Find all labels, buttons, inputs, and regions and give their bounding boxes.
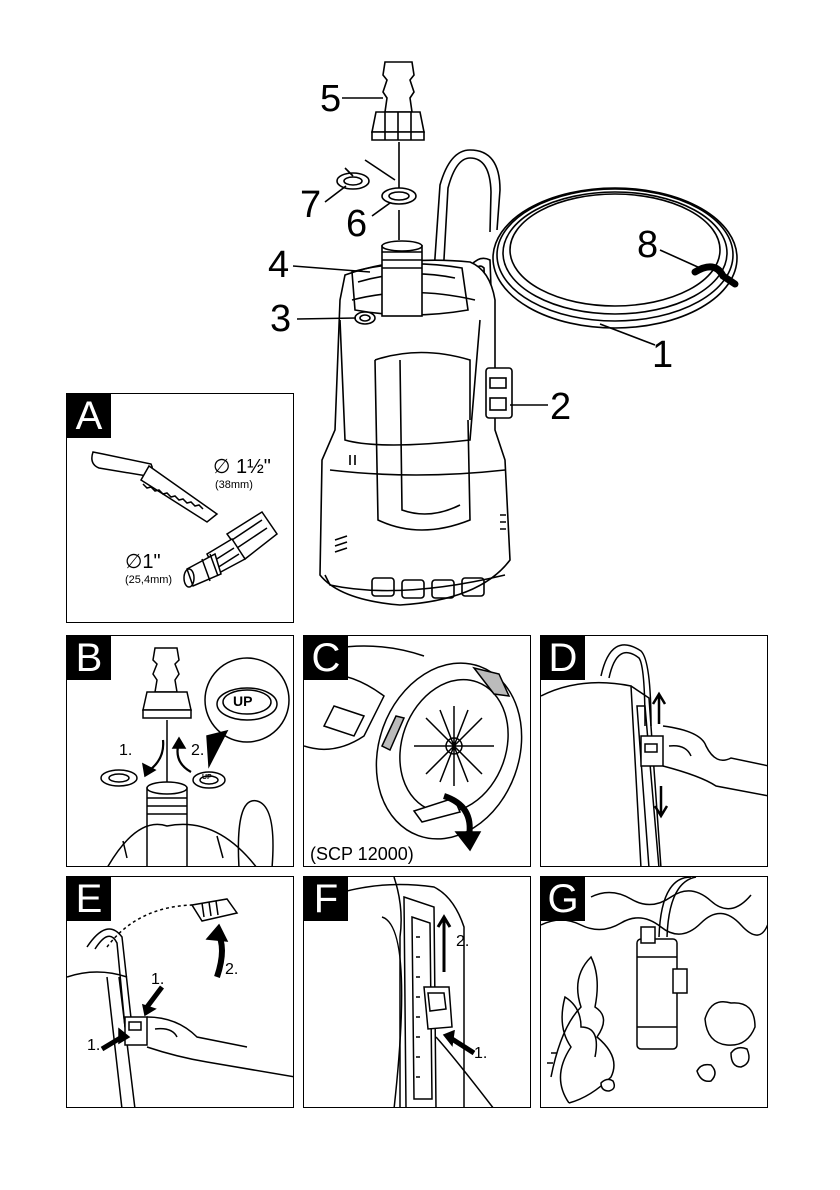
- pump-exploded-view: [292, 61, 739, 606]
- float-switch-adjust-illustration: [541, 644, 767, 866]
- strainer-removal-illustration: [304, 645, 523, 852]
- cable-tie: [691, 263, 739, 288]
- panel-a-label: A: [67, 394, 111, 438]
- panel-c-label: C: [304, 636, 348, 680]
- connector-part: [371, 61, 425, 141]
- panel-g-label: G: [541, 877, 585, 921]
- callout-5: 5: [320, 78, 342, 120]
- hose-clip-release-illustration: [67, 898, 293, 1107]
- step-2-label: 2.: [225, 961, 239, 978]
- callout-4: 4: [268, 244, 290, 286]
- step-2-label: 2.: [456, 933, 470, 950]
- hose-coil: [492, 187, 738, 329]
- callout-7: 7: [300, 184, 322, 226]
- step-1-label: 1.: [119, 742, 133, 759]
- model-label: (SCP 12000): [310, 844, 414, 864]
- ring-up-text-small: UP: [202, 774, 212, 781]
- pump-body: [319, 240, 513, 606]
- panel-c: C (SCP 12000): [303, 635, 531, 867]
- panel-d-label: D: [541, 636, 585, 680]
- panel-f-label: F: [304, 877, 348, 921]
- callout-3: 3: [270, 298, 292, 340]
- callout-2: 2: [550, 386, 572, 428]
- seal-mounting-illustration: [100, 647, 290, 866]
- callout-1: 1: [652, 334, 674, 376]
- step-1b-label: 1.: [87, 1037, 101, 1054]
- float-clip-slide-illustration: [304, 877, 494, 1107]
- diameter-small-mm: (25,4mm): [125, 574, 173, 586]
- step-1a-label: 1.: [151, 971, 165, 988]
- panel-d: D: [540, 635, 768, 867]
- diameter-large-mm: (38mm): [215, 479, 253, 491]
- saw-illustration: [91, 451, 279, 588]
- ring-up-text: UP: [233, 693, 253, 709]
- submerged-pump-illustration: [541, 877, 767, 1104]
- diameter-small-label: ∅1": [125, 551, 161, 573]
- panel-b-label: B: [67, 636, 111, 680]
- step-1-label: 1.: [474, 1045, 488, 1062]
- step-2-label: 2.: [191, 742, 205, 759]
- panel-f: F 2. 1.: [303, 876, 531, 1108]
- callout-8: 8: [637, 224, 659, 266]
- panel-e: E 1. 1. 2.: [66, 876, 294, 1108]
- diameter-large-label: ∅ 1½": [213, 456, 271, 478]
- panel-a: A ∅ 1½" (38mm) ∅1" (25,4mm): [66, 393, 294, 623]
- panel-g: G: [540, 876, 768, 1108]
- panel-b: B UP UP 1. 2.: [66, 635, 294, 867]
- panel-e-label: E: [67, 877, 111, 921]
- callout-6: 6: [346, 203, 368, 245]
